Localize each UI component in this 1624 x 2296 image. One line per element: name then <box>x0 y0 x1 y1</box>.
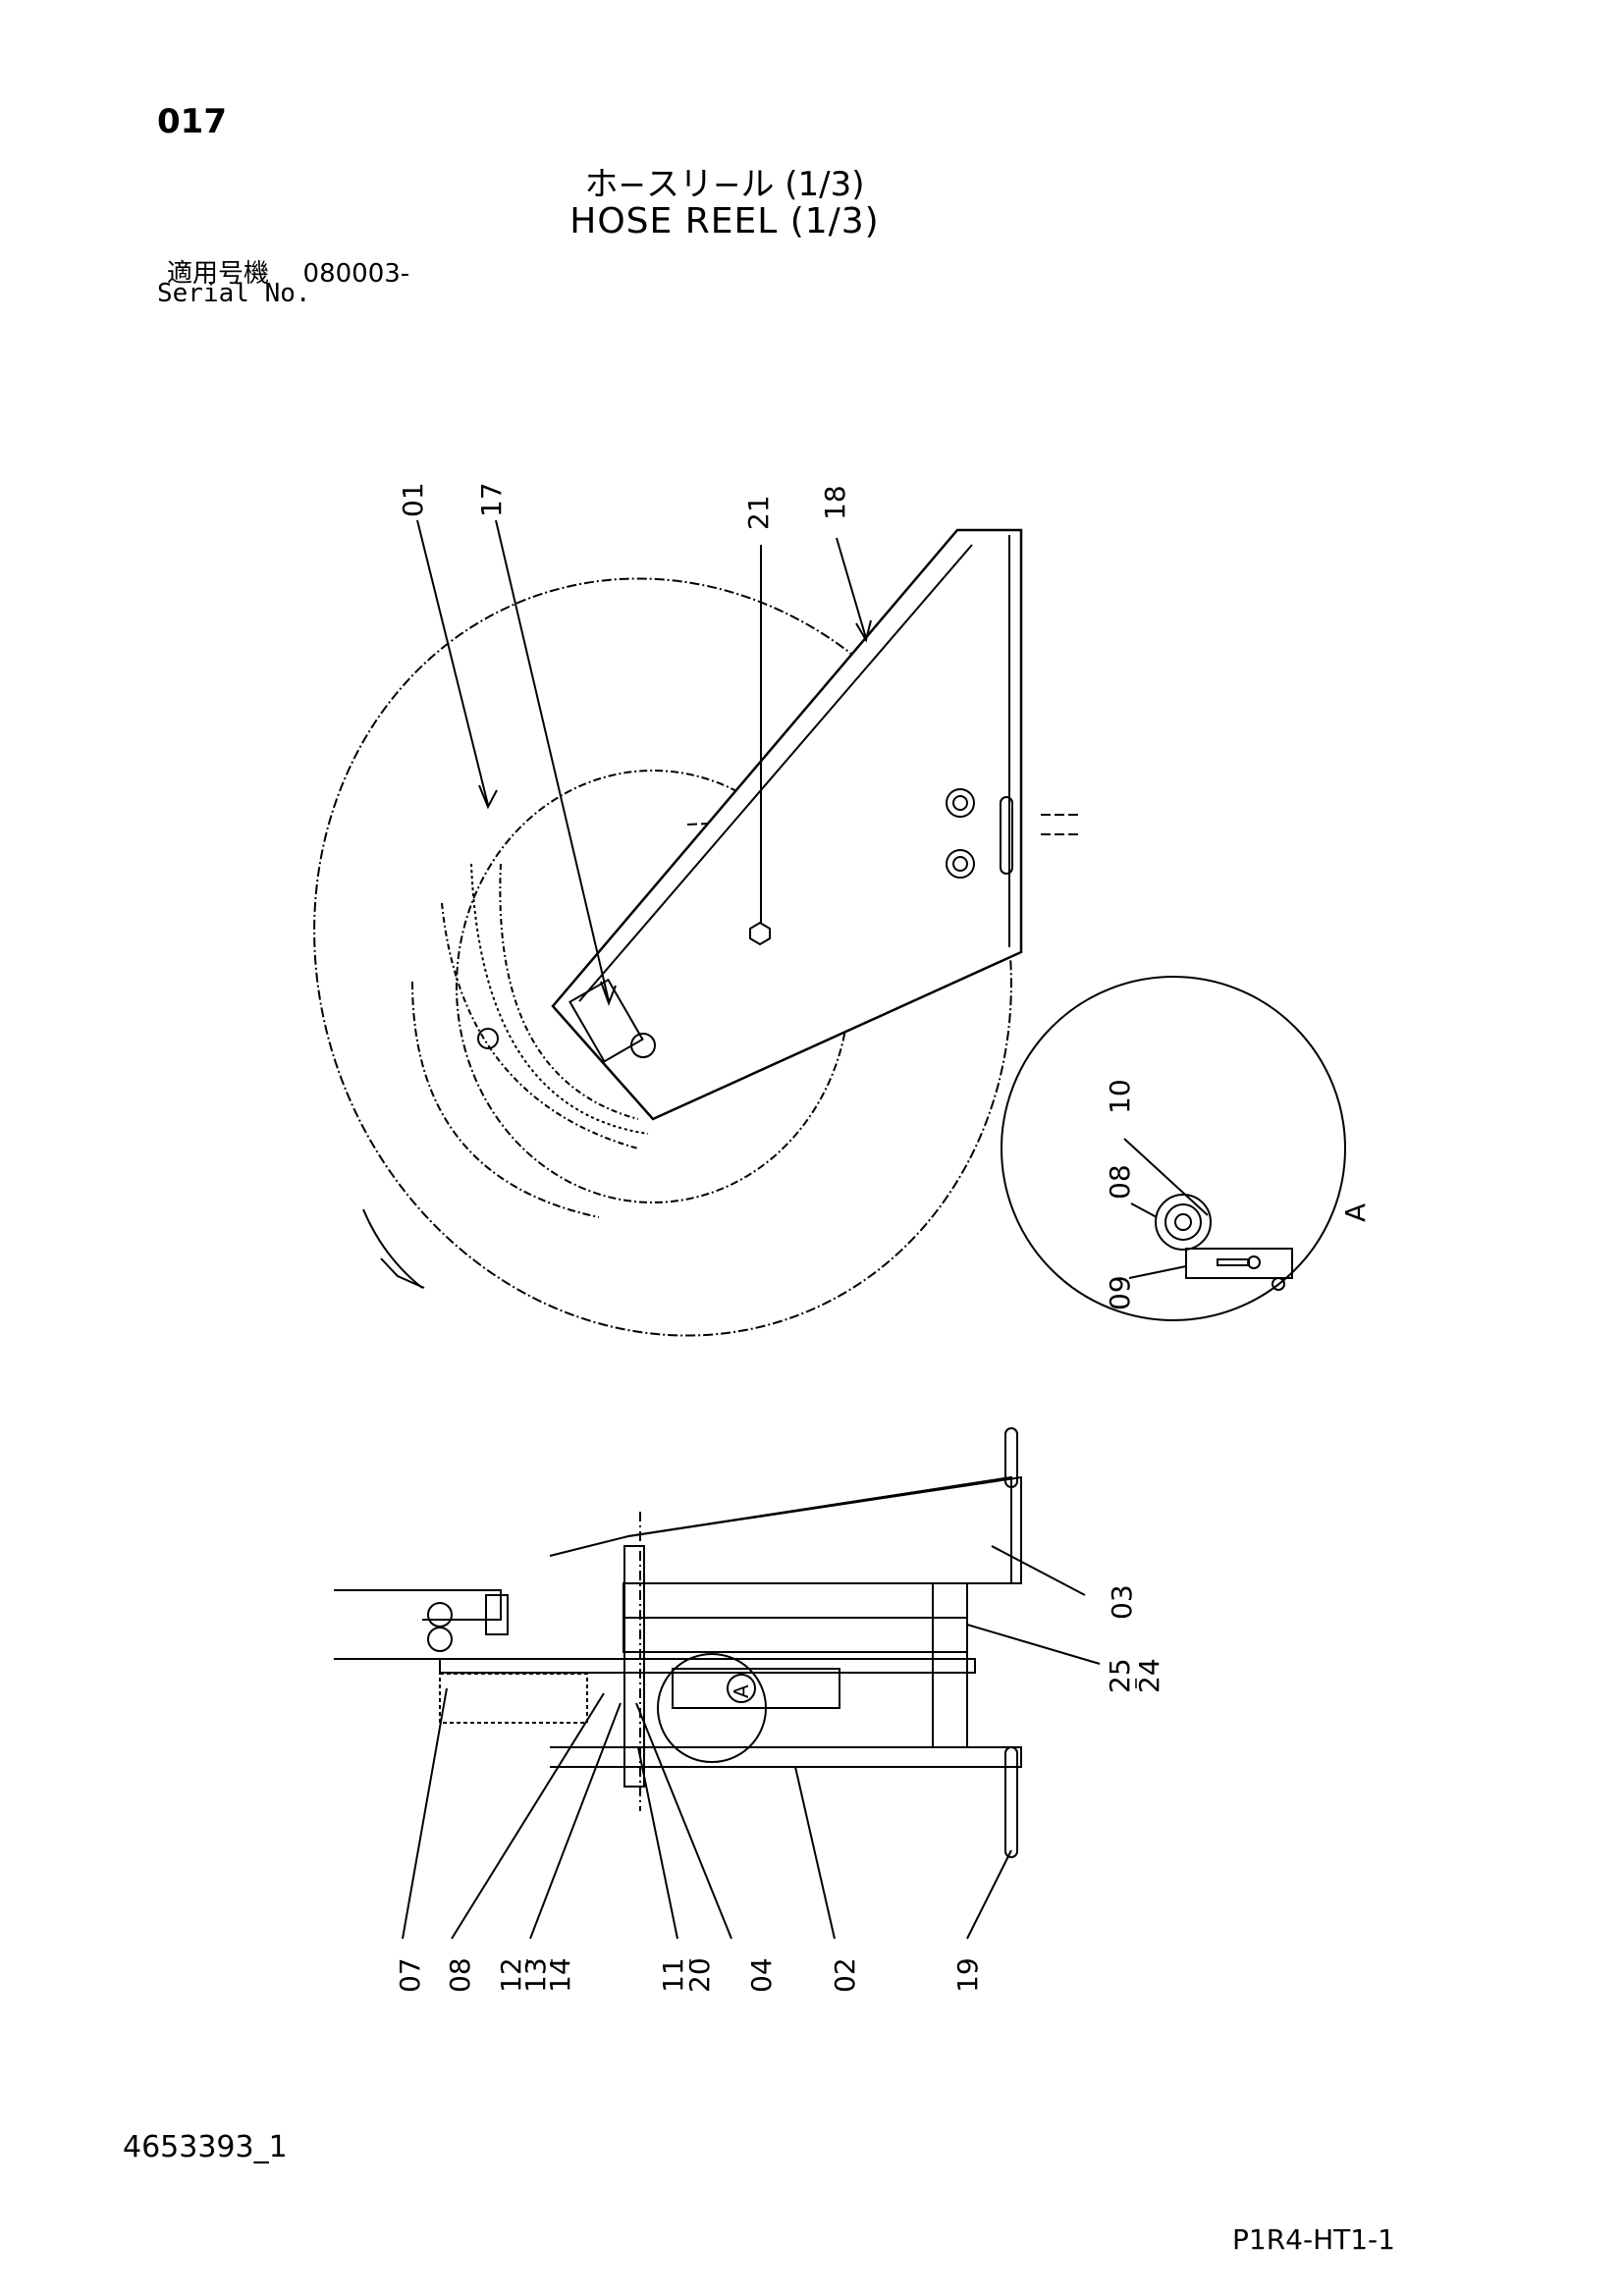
callout-13: 13 <box>519 1957 552 1993</box>
hose-stack <box>439 1673 588 1724</box>
side-reel-drum-2 <box>623 1617 968 1653</box>
callout-08-detail: 08 <box>1104 1164 1136 1200</box>
leader-07 <box>402 1687 448 1940</box>
detail-pin <box>1247 1255 1261 1269</box>
hose-coil-arc-4 <box>411 981 600 1218</box>
detail-a-label: A <box>1339 1203 1372 1222</box>
guide-roller-upper <box>427 1602 453 1628</box>
side-post-right-bottom <box>1004 1746 1018 1858</box>
guide-arm-upper <box>334 1589 502 1621</box>
page-number: 017 <box>157 102 227 141</box>
detail-bracket-09 <box>1185 1248 1293 1279</box>
bolt-hole-lower <box>946 849 975 879</box>
callout-01: 01 <box>397 482 429 517</box>
callout-10: 10 <box>1104 1079 1136 1114</box>
detail-pulley-inner <box>1174 1213 1192 1231</box>
hub-bracket-17 <box>568 978 644 1063</box>
callout-21: 21 <box>742 495 775 530</box>
serial-label-english: Serial No. <box>157 279 311 308</box>
leader-02 <box>794 1766 836 1940</box>
side-reel-drum <box>623 1582 968 1619</box>
leader-08-side <box>451 1692 605 1940</box>
rotation-arrow <box>362 1208 423 1289</box>
side-frame-top-edge <box>549 1476 1012 1557</box>
leader-08-detail <box>1130 1202 1158 1218</box>
leader-10 <box>1123 1138 1209 1216</box>
side-view <box>334 1427 1101 1940</box>
small-fitting <box>477 1028 499 1049</box>
side-post-right-top <box>1004 1427 1018 1488</box>
callout-08-side: 08 <box>444 1957 476 1993</box>
leader-09-detail <box>1128 1265 1187 1279</box>
leader-12-13-14 <box>529 1702 622 1940</box>
callout-03: 03 <box>1106 1584 1138 1620</box>
callout-09-detail: 09 <box>1104 1275 1136 1310</box>
side-frame-lower <box>550 1746 1022 1768</box>
page-code: P1R4-HT1-1 <box>1232 2223 1395 2256</box>
leader-19 <box>966 1849 1012 1940</box>
document-number: 4653393_1 <box>123 2130 288 2164</box>
detail-a-circle <box>1001 976 1346 1321</box>
leader-01 <box>416 519 489 806</box>
side-frame-upper <box>627 1475 1022 1584</box>
callout-02: 02 <box>829 1957 861 1993</box>
callout-17: 17 <box>475 482 508 517</box>
callout-12: 12 <box>495 1957 527 1993</box>
hose-coil-arc-2 <box>470 863 649 1135</box>
leader-18-arrow <box>855 619 872 643</box>
side-support-right <box>932 1582 968 1748</box>
leader-11-20 <box>637 1746 678 1940</box>
callout-20: 20 <box>683 1957 716 1993</box>
hose-coil-arc-1 <box>441 902 639 1149</box>
callout-14: 14 <box>544 1957 576 1993</box>
serial-line-japanese: 適用号機 080003- <box>167 253 409 290</box>
leader-17 <box>495 519 610 1002</box>
serial-value: 080003- <box>302 259 410 289</box>
hose-coil-arc-3 <box>499 863 639 1120</box>
detail-pulley-mid <box>1164 1203 1202 1241</box>
section-a-marker: A <box>730 1684 753 1698</box>
title-japanese: ホ−スリ−ル (1/3) <box>584 165 865 204</box>
bolt-hole-lower-inner <box>952 856 968 872</box>
guide-box <box>485 1594 509 1635</box>
callout-18: 18 <box>819 485 851 520</box>
leader-18 <box>836 537 867 639</box>
callout-07: 07 <box>394 1957 426 1993</box>
callout-19: 19 <box>951 1957 984 1993</box>
bracket-flange-line <box>578 544 973 1002</box>
side-reel-lower-box <box>672 1668 840 1709</box>
leader-01-arrow <box>478 784 498 810</box>
detail-a-view <box>1001 976 1346 1321</box>
bolt-hole-upper-inner <box>952 795 968 811</box>
bracket-slot <box>1000 796 1013 875</box>
section-a-circle <box>657 1653 767 1763</box>
rotation-arrow-head <box>380 1257 425 1289</box>
bracket-plate <box>551 528 1023 1121</box>
guide-roller-lower <box>427 1627 453 1652</box>
leader-04 <box>635 1702 732 1940</box>
top-view <box>313 519 1080 1337</box>
callout-25: 25 <box>1104 1658 1136 1693</box>
detail-wheel <box>1272 1277 1285 1291</box>
detail-pulley-outer <box>1155 1194 1212 1251</box>
side-hub-column <box>623 1545 645 1788</box>
leader-03 <box>991 1545 1086 1596</box>
callout-04: 04 <box>745 1957 778 1993</box>
hub-nut <box>630 1033 656 1058</box>
callout-11: 11 <box>657 1957 689 1993</box>
title-english: HOSE REEL (1/3) <box>569 201 880 241</box>
serial-label-jp: 適用号機 <box>167 259 270 289</box>
bolt-hole-upper <box>946 788 975 818</box>
leader-25 <box>966 1624 1101 1665</box>
leader-17-arrow <box>600 981 617 1006</box>
section-a-marker-bubble <box>727 1674 756 1703</box>
callout-24: 24 <box>1133 1658 1165 1693</box>
side-reel-plate <box>439 1658 976 1674</box>
detail-slot <box>1217 1258 1250 1266</box>
